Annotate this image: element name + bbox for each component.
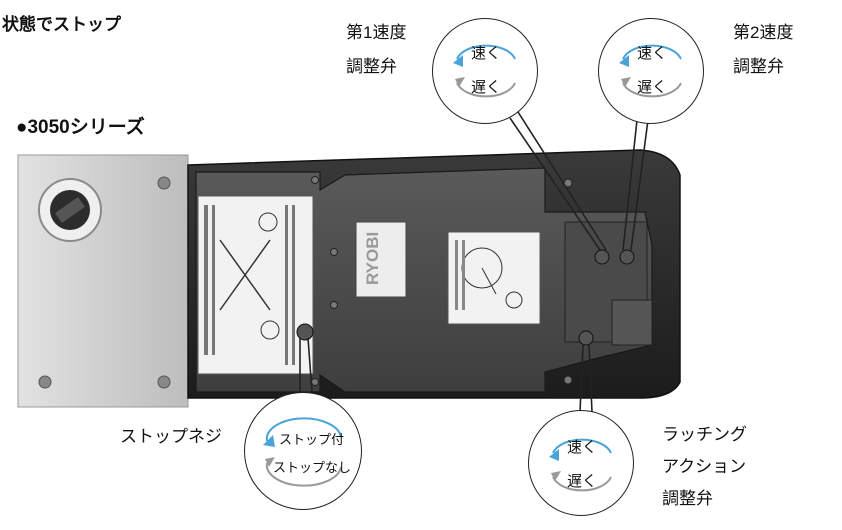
latching-title2: アクション bbox=[662, 457, 747, 476]
speed2-title: 第2速度 bbox=[733, 23, 794, 42]
speed1-slow: 遅く bbox=[471, 79, 502, 96]
latching-fast: 速く bbox=[567, 439, 598, 456]
stop-screw-valve bbox=[296, 323, 314, 341]
with-stop-label: ストップ付 bbox=[279, 432, 345, 447]
speed-instruction-label bbox=[447, 231, 541, 325]
speed1-title: 第1速度 bbox=[346, 23, 407, 42]
stop-instruction-label bbox=[197, 195, 314, 375]
latching-title1: ラッチング bbox=[662, 425, 747, 444]
rotate-arrows-icon bbox=[263, 417, 342, 487]
speed2-valve bbox=[619, 249, 635, 265]
speed1-title2: 調整弁 bbox=[346, 57, 397, 76]
latching-slow: 遅く bbox=[567, 473, 598, 490]
speed1-bubble: 速く 遅く bbox=[432, 18, 538, 124]
speed2-bubble: 速く 遅く bbox=[598, 18, 704, 124]
stop-screw-title: ストップネジ bbox=[120, 427, 222, 446]
no-stop-label: ストップなし bbox=[273, 460, 352, 475]
brand-text: RYOBI bbox=[363, 232, 382, 285]
speed1-fast: 速く bbox=[471, 45, 502, 62]
rotate-arrows-icon bbox=[619, 44, 682, 98]
rotate-arrows-icon bbox=[549, 438, 612, 492]
latching-bubble: 速く 遅く bbox=[528, 410, 634, 516]
speed2-title2: 調整弁 bbox=[733, 57, 784, 76]
latching-valve bbox=[578, 330, 594, 346]
speed2-slow: 遅く bbox=[637, 79, 668, 96]
stop-screw-bubble: ストップ付 ストップなし bbox=[244, 392, 362, 510]
rotate-arrows-icon bbox=[453, 44, 516, 98]
series-label: ●3050シリーズ bbox=[16, 117, 145, 138]
brand-plate bbox=[355, 221, 407, 298]
speed1-valve bbox=[594, 249, 610, 265]
speed2-fast: 速く bbox=[637, 45, 668, 62]
header-text: 状態でストップ bbox=[2, 15, 121, 34]
latching-title3: 調整弁 bbox=[662, 489, 713, 508]
